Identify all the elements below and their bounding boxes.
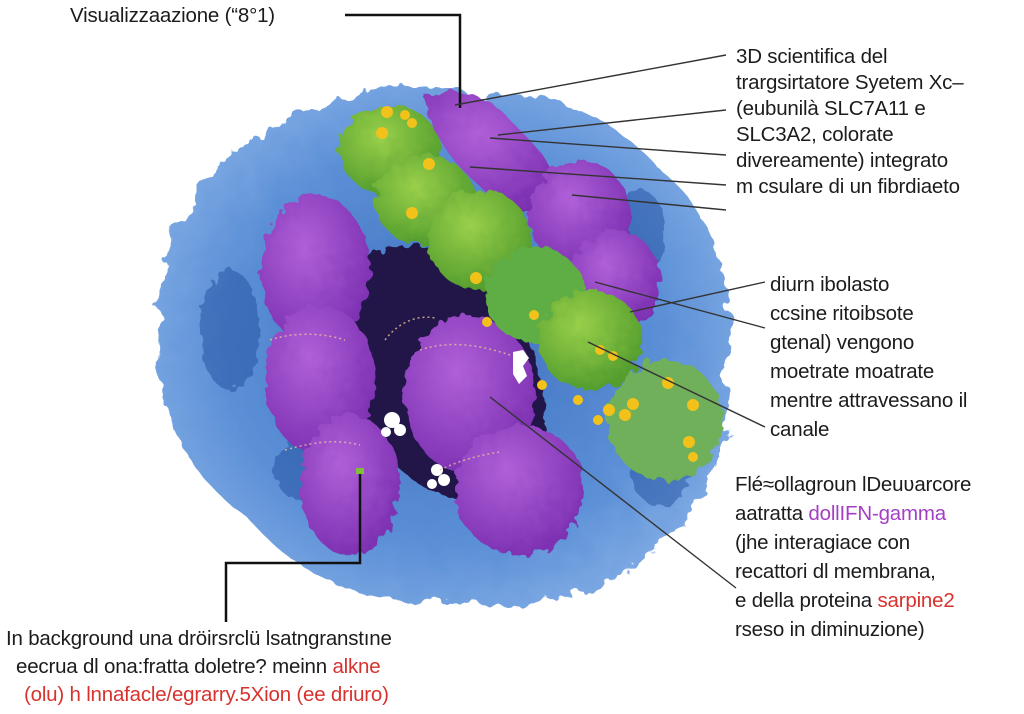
annotation-line: gtenal) vengono xyxy=(770,331,915,354)
purple-subunits xyxy=(260,91,660,555)
green-subunit xyxy=(340,105,723,480)
annotation-line: ccsine ritoibsote xyxy=(770,302,914,325)
annotation-ifn-gamma: Flé≈ollagroun lDeuʋarcore aatratta dollI… xyxy=(735,470,971,644)
annotation-transporter: 3D scientifica del trargsirtatore Syetem… xyxy=(736,44,964,200)
text-fragment: aatratta xyxy=(735,502,809,525)
annotation-line: 3D scientifica del xyxy=(736,45,888,68)
annotation-line: Flé≈ollagroun lDeuʋarcore xyxy=(735,473,972,496)
highlight-sarpine2: sarpine2 xyxy=(877,589,955,612)
annotation-line: diurn ibolasto xyxy=(770,273,890,296)
annotation-line: m csulare di un fibrdiaeto xyxy=(736,175,960,198)
annotation-background: In background una dröirsrclü lsatngranst… xyxy=(6,625,392,709)
title-text: Visualizzaazione (“8°1) xyxy=(70,4,275,27)
text-fragment: eecrua dl ona:fratta doletre? meinn xyxy=(16,655,333,678)
annotation-line: divereamente) integrato xyxy=(736,149,948,172)
annotation-line: (jhe interagiace con xyxy=(735,531,910,554)
annotation-line: trargsirtatore Syetem Xc– xyxy=(736,71,964,94)
title-leader-line xyxy=(345,13,462,108)
annotation-line: recattori dl membrana, xyxy=(735,560,936,583)
annotation-line: In background una dröirsrclü lsatngranst… xyxy=(6,627,392,650)
title-label: Visualizzaazione (“8°1) xyxy=(70,3,275,28)
annotation-ions: diurn ibolasto ccsine ritoibsote gtenal)… xyxy=(770,270,967,444)
text-fragment: e della proteina xyxy=(735,589,878,612)
annotation-line: (eubunilà SLC7A11 e xyxy=(736,97,926,120)
annotation-line: eecrua dl ona:fratta doletre? meinn alkn… xyxy=(6,653,392,681)
annotation-line: aatratta dollIFN-gamma xyxy=(735,499,971,528)
ligand-dots xyxy=(376,106,699,462)
highlight-red-text: alkne xyxy=(332,655,381,678)
right-leader-lines xyxy=(454,54,766,589)
bottom-left-leader-line xyxy=(224,470,362,622)
annotation-line: rseso in diminuzione) xyxy=(735,618,925,641)
annotation-line: mentre attravessano il xyxy=(770,389,968,412)
highlight-ifn-gamma: dollIFN-gamma xyxy=(808,502,946,525)
annotation-line: e della proteina sarpine2 xyxy=(735,586,971,615)
annotation-line: (olu) h lnnafacle/egrarry.5Xion (ee driu… xyxy=(24,683,389,706)
ion-spots xyxy=(381,350,529,489)
annotation-line: canale xyxy=(770,418,830,441)
annotation-line: SLC3A2, colorate xyxy=(736,123,894,146)
annotation-line: moetrate moatrate xyxy=(770,360,935,383)
